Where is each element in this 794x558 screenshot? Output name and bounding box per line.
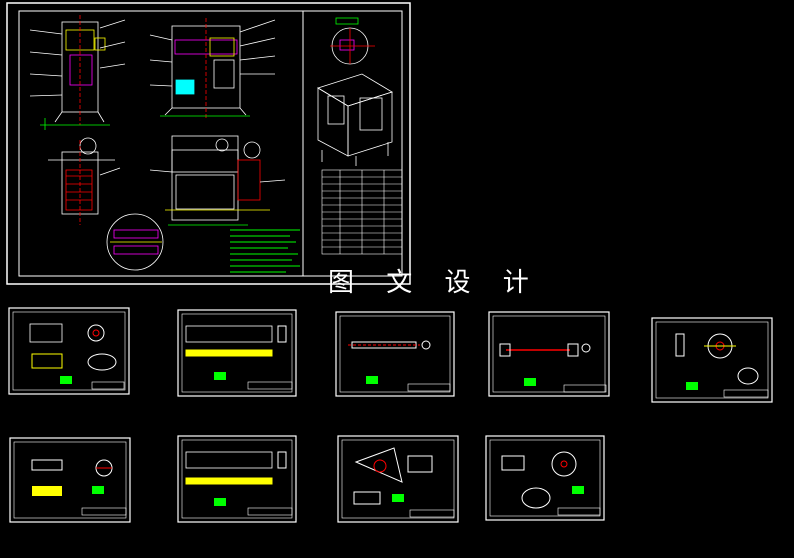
part-sheet-3[interactable]: [335, 311, 455, 397]
parts-list-table: [321, 169, 403, 255]
main-assembly-sheet[interactable]: [6, 2, 411, 285]
part-sheet-6[interactable]: [9, 437, 131, 523]
front-view-drawing: [29, 15, 126, 130]
part-sheet-8[interactable]: [337, 435, 459, 523]
callout-detail-view: [330, 17, 375, 65]
part-sheet-9[interactable]: [485, 435, 605, 521]
detail-circle-view: [106, 213, 164, 271]
part-sheet-4[interactable]: [488, 311, 610, 397]
part-sheet-2[interactable]: [177, 309, 297, 397]
top-view-drawing: [149, 135, 286, 226]
part-sheet-7[interactable]: [177, 435, 297, 523]
technical-notes-block: [230, 229, 300, 273]
part-sheet-1[interactable]: [8, 307, 130, 395]
banner-title: 图 文 设 计: [328, 268, 541, 298]
side-view-drawing: [149, 18, 276, 118]
section-view-drawing: [48, 137, 121, 225]
part-sheet-5[interactable]: [651, 317, 773, 403]
isometric-view-drawing: [317, 73, 393, 166]
